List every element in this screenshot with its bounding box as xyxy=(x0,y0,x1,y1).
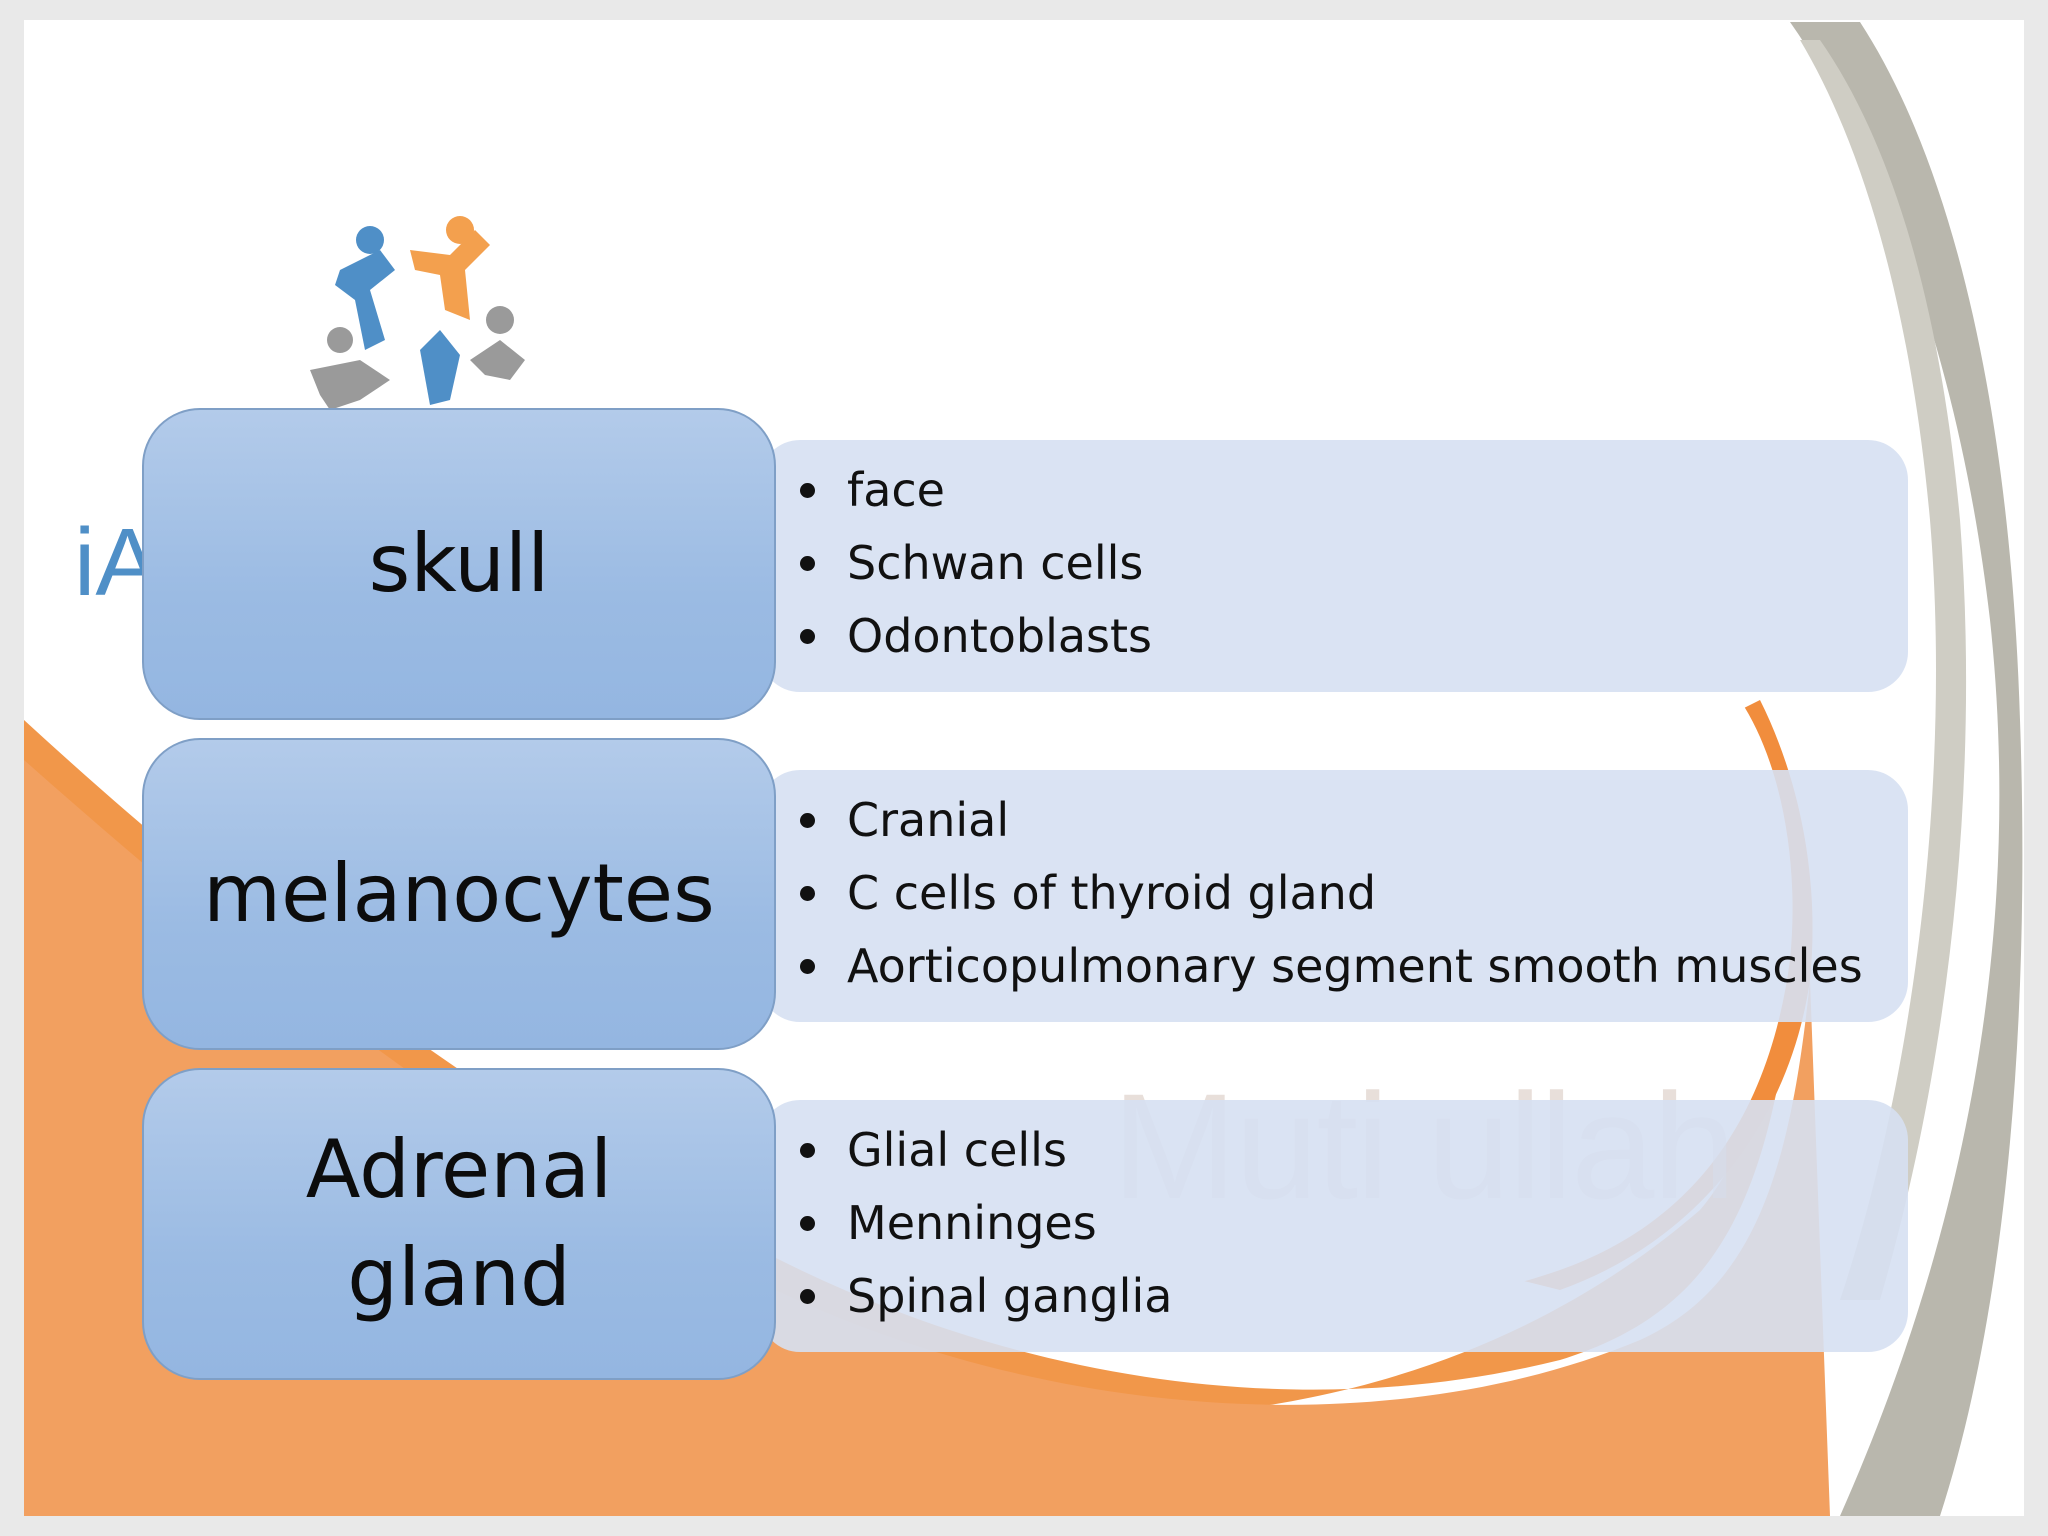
detail-list: Glial cells Menninges Spinal ganglia xyxy=(800,1114,1172,1333)
list-item: Odontoblasts xyxy=(800,600,1152,673)
detail-list: face Schwan cells Odontoblasts xyxy=(800,454,1152,673)
label-box: melanocytes xyxy=(142,738,776,1050)
list-item: Menninges xyxy=(800,1187,1172,1260)
list-item: Cranial xyxy=(800,784,1863,857)
list-item: face xyxy=(800,454,1152,527)
label-text: skull xyxy=(368,517,550,610)
list-item: Schwan cells xyxy=(800,527,1152,600)
label-box: skull xyxy=(142,408,776,720)
label-box: Adrenal gland xyxy=(142,1068,776,1380)
list-item: Spinal ganglia xyxy=(800,1260,1172,1333)
detail-box: Glial cells Menninges Spinal ganglia xyxy=(760,1100,1908,1352)
gray-swoosh-inner xyxy=(1800,40,1967,1300)
list-item: Glial cells xyxy=(800,1114,1172,1187)
detail-box: face Schwan cells Odontoblasts xyxy=(760,440,1908,692)
detail-list: Cranial C cells of thyroid gland Aortico… xyxy=(800,784,1863,1003)
logo-figures xyxy=(310,216,525,410)
detail-box: Cranial C cells of thyroid gland Aortico… xyxy=(760,770,1908,1022)
list-item: Aorticopulmonary segment smooth muscles xyxy=(800,930,1863,1003)
label-text: melanocytes xyxy=(203,847,715,940)
gray-swoosh xyxy=(1790,22,2023,1516)
label-text: Adrenal gland xyxy=(305,1123,613,1324)
list-item: C cells of thyroid gland xyxy=(800,857,1863,930)
